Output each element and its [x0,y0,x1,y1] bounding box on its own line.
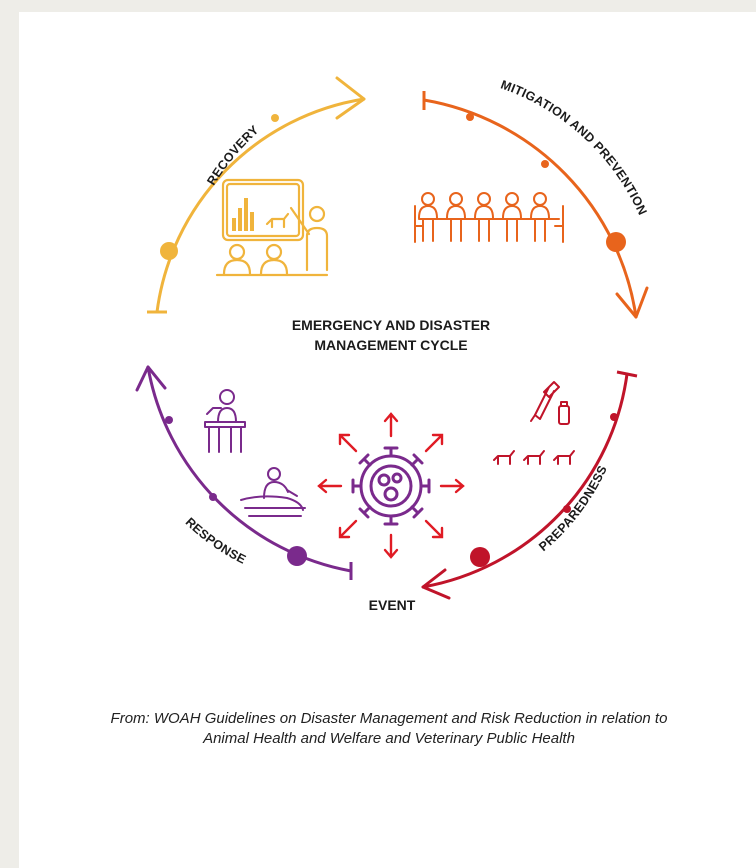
event-spread-arrows [317,412,465,559]
recovery-arc [147,76,366,314]
disaster-cycle-diagram: RECOVERY MI [135,76,650,613]
preparedness-label: PREPAREDNESS [536,463,610,554]
figure-caption: From: WOAH Guidelines on Disaster Manage… [110,710,668,747]
vaccine-supplies-icon [493,381,575,465]
response-arc [135,365,353,580]
mitigation-label: MITIGATION AND PREVENTION [499,78,650,218]
training-presentation-icon [215,178,329,277]
diagram-title-line2: MANAGEMENT CYCLE [314,337,467,353]
response-label: RESPONSE [183,515,249,567]
figure-card: RECOVERY MI [19,12,756,868]
mitigation-arc [422,91,649,319]
virus-event-icon [351,446,431,526]
veterinarian-icon [204,389,246,453]
event-label: EVENT [369,597,416,613]
recovery-label: RECOVERY [204,122,261,187]
animal-treatment-icon [240,467,306,517]
preparedness-arc [421,370,638,600]
meeting-table-icon [414,192,564,243]
diagram-title-line1: EMERGENCY AND DISASTER [292,317,490,333]
